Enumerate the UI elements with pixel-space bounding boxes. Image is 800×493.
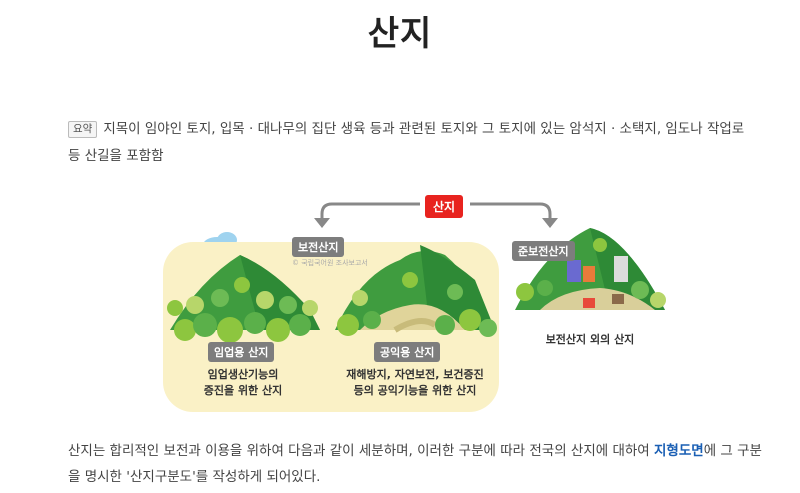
forestry-description-line-2: 증진을 위한 산지 xyxy=(203,384,283,397)
forestry-description-line-1: 임업생산기능의 xyxy=(207,368,279,381)
image-watermark: © 국립국어원 조사보고서 xyxy=(292,259,368,267)
page-title: 산지 xyxy=(367,14,433,54)
body-paragraph: 산지는 합리적인 보전과 이용을 위하여 다음과 같이 세분하며, 이러한 구분… xyxy=(68,438,768,490)
house-icon xyxy=(583,298,595,308)
arrow-right-head xyxy=(542,218,558,228)
summary-badge: 요약 xyxy=(68,121,98,138)
public-description: 재해방지, 자연보전, 보건증진 등의 공익기능을 위한 산지 xyxy=(325,367,505,399)
house-icon xyxy=(612,294,624,304)
public-mountain-illustration xyxy=(335,245,497,337)
public-description-line-1: 재해방지, 자연보전, 보건증진 xyxy=(346,368,484,381)
semi-preservation-mountain-illustration xyxy=(515,228,666,310)
forestry-mountain-illustration xyxy=(167,255,320,343)
category-badge-preservation: 보전산지 xyxy=(292,237,345,257)
building-icon xyxy=(567,260,581,282)
body-text-before: 산지는 합리적인 보전과 이용을 위하여 다음과 같이 세분하며, 이러한 구분… xyxy=(68,443,655,459)
figure-illustration xyxy=(163,202,666,412)
arrow-left-line xyxy=(320,202,420,220)
forest-classification-figure: 산지 보전산지 준보전산지 © 국립국어원 조사보고서 임업용 산지 임업생산기… xyxy=(0,180,800,420)
semi-preservation-description: 보전산지 외의 산지 xyxy=(545,333,635,346)
category-badge-semi-preservation: 준보전산지 xyxy=(512,241,575,261)
public-description-line-2: 등의 공익기능을 위한 산지 xyxy=(353,384,477,397)
arrow-left-head xyxy=(314,218,330,228)
building-icon xyxy=(614,256,628,282)
arrow-right-line xyxy=(470,202,552,220)
building-icon xyxy=(583,266,595,282)
summary-text: 지목이 임야인 토지, 입목 · 대나무의 집단 생육 등과 관련된 토지와 그… xyxy=(68,121,745,164)
forestry-description: 임업생산기능의 증진을 위한 산지 xyxy=(168,367,318,399)
body-text-after: 에 그 구분을 명시한 '산지구분도'를 작성하게 되어있다. xyxy=(68,443,762,485)
topographic-map-link[interactable]: 지형도면 xyxy=(654,443,704,459)
category-badge-public: 공익용 산지 xyxy=(374,342,441,362)
category-badge-forestry: 임업용 산지 xyxy=(208,342,275,362)
category-badge-forest-land: 산지 xyxy=(425,195,464,218)
